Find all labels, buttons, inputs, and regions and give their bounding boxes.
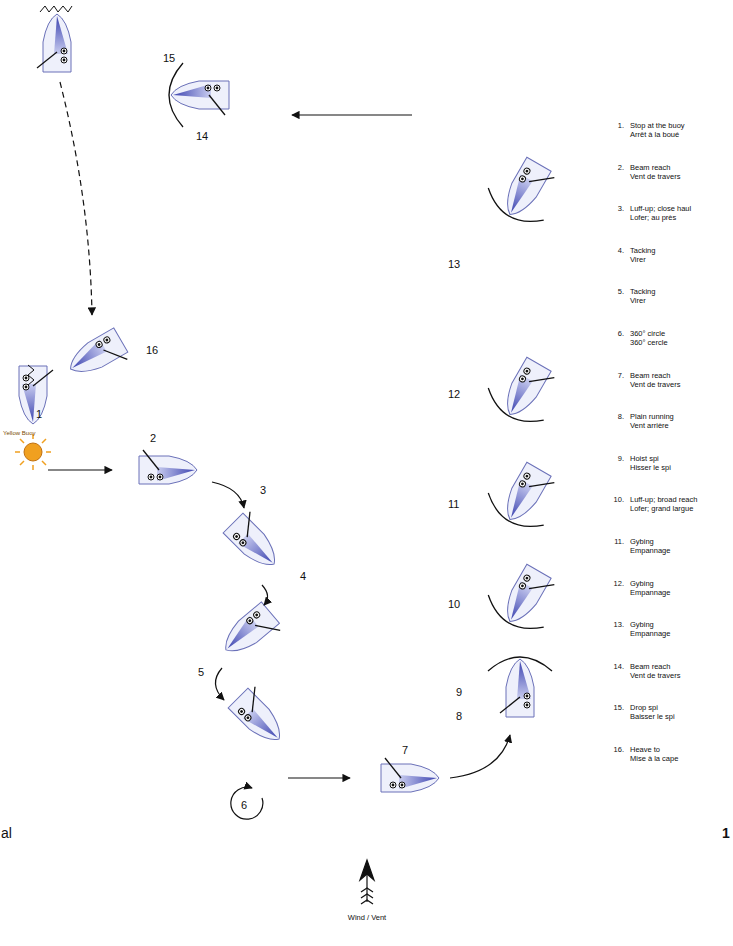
step-number: 1. <box>618 122 624 130</box>
step-english: Heave to <box>630 746 660 754</box>
step-number: 11. <box>614 538 624 546</box>
callout-number: 3 <box>260 484 266 496</box>
step-number: 4. <box>618 247 624 255</box>
step-french: Empannage <box>630 630 670 638</box>
callout-number: 5 <box>198 666 204 678</box>
step-french: Empannage <box>630 589 670 597</box>
callout-number: 4 <box>300 570 306 582</box>
callout-number: 8 <box>456 710 462 722</box>
buoy-label: Yellow Buoy <box>3 430 35 437</box>
step-english: 360° circle <box>630 330 665 338</box>
step-number: 12. <box>614 580 624 588</box>
step-french: Baisser le spi <box>630 713 675 721</box>
step-french: Vent arrière <box>630 422 669 430</box>
step-french: Lofer; au près <box>630 214 676 222</box>
callout-number: 14 <box>196 130 208 142</box>
step-english: Beam reach <box>630 663 670 671</box>
step-number: 3. <box>618 205 624 213</box>
callout-number: 7 <box>402 744 408 756</box>
step-french: 360° cercle <box>630 339 668 347</box>
callout-number: 15 <box>163 52 175 64</box>
step-number: 14. <box>614 663 624 671</box>
step-number: 7. <box>618 372 624 380</box>
step-number: 16. <box>614 746 624 754</box>
cropped-text: al <box>1 826 12 841</box>
step-english: Tacking <box>630 288 655 296</box>
callout-number: 6 <box>241 799 247 811</box>
callout-number: 11 <box>448 498 459 510</box>
step-english: Gybing <box>630 621 654 629</box>
step-number: 10. <box>614 496 624 504</box>
step-number: 13. <box>614 621 624 629</box>
step-french: Arrêt à la boué <box>630 131 679 139</box>
cropped-text: 1 <box>722 826 730 841</box>
step-french: Virer <box>630 256 646 264</box>
step-french: Lofer; grand largue <box>630 505 693 513</box>
step-french: Vent de travers <box>630 381 680 389</box>
step-english: Hoist spi <box>630 455 659 463</box>
step-english: Stop at the buoy <box>630 122 685 130</box>
callout-number: 9 <box>456 686 462 698</box>
wind-label: Wind / Vent <box>348 914 386 922</box>
step-number: 15. <box>614 704 624 712</box>
step-english: Tacking <box>630 247 655 255</box>
step-english: Luff-up; broad reach <box>630 496 697 504</box>
step-number: 5. <box>618 288 624 296</box>
step-french: Mise à la cape <box>630 755 678 763</box>
callout-number: 1 <box>36 408 42 420</box>
step-english: Gybing <box>630 580 654 588</box>
callout-number: 12 <box>448 388 460 400</box>
callout-number: 2 <box>150 432 156 444</box>
step-english: Beam reach <box>630 164 670 172</box>
step-number: 9. <box>618 455 624 463</box>
step-english: Plain running <box>630 413 674 421</box>
step-french: Virer <box>630 297 646 305</box>
step-english: Beam reach <box>630 372 670 380</box>
step-english: Drop spi <box>630 704 658 712</box>
callout-number: 16 <box>146 344 158 356</box>
callout-number: 13 <box>448 258 460 270</box>
step-english: Luff-up; close haul <box>630 205 691 213</box>
step-french: Hisser le spi <box>630 464 671 472</box>
callout-number: 10 <box>448 598 460 610</box>
step-number: 6. <box>618 330 624 338</box>
step-number: 2. <box>618 164 624 172</box>
step-english: Gybing <box>630 538 654 546</box>
step-french: Empannage <box>630 547 670 555</box>
step-number: 8. <box>618 413 624 421</box>
step-french: Vent de travers <box>630 672 680 680</box>
step-french: Vent de travers <box>630 173 680 181</box>
